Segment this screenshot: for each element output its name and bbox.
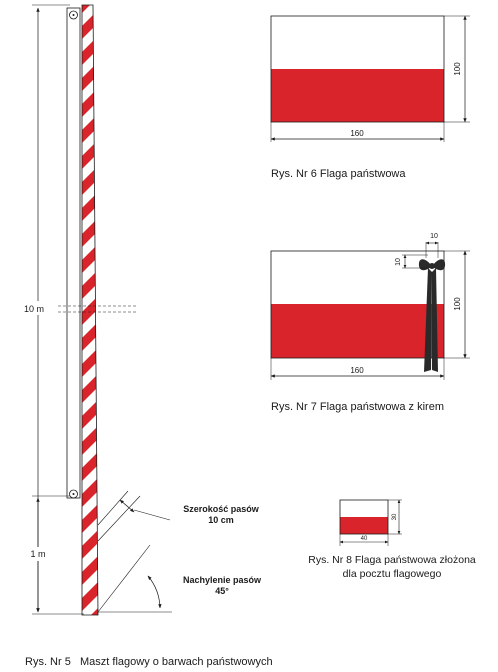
flag-8-white-band bbox=[340, 500, 388, 517]
mast-bottom-pivot-dot bbox=[72, 493, 75, 495]
stripe-width-dimension bbox=[119, 499, 135, 513]
flag-7-red-band bbox=[271, 304, 444, 358]
flag-6-width-label: 160 bbox=[350, 129, 364, 138]
mast-height-label: 10 m bbox=[24, 304, 44, 314]
flag-8-figure: 30 40 Rys. Nr 8 Flaga państwowa złożona … bbox=[308, 499, 476, 580]
mast-stripe bbox=[82, 474, 98, 511]
tilt-value: 45° bbox=[215, 586, 229, 596]
mast-stripe bbox=[82, 448, 98, 485]
stripe-width-title: Szerokość pasów bbox=[183, 504, 260, 514]
mourning-ribbon bbox=[418, 259, 446, 372]
flag-7-outline bbox=[270, 250, 445, 359]
flag-6-outline bbox=[270, 15, 445, 123]
flag-8-height-label: 30 bbox=[392, 513, 398, 520]
flag-6-height-label: 100 bbox=[453, 62, 462, 76]
mast-stripe bbox=[82, 526, 98, 563]
mast-stripe bbox=[82, 552, 98, 589]
mast-outline bbox=[81, 4, 99, 616]
flag-7-caption: Rys. Nr 7 Flaga państwowa z kirem bbox=[271, 401, 444, 413]
flag-7-white-band bbox=[271, 251, 444, 304]
stripe-width-value: 10 cm bbox=[208, 515, 234, 525]
flag-7-figure: 10 10 100 160 Rys. Nr 7 Flaga państwowa … bbox=[270, 233, 470, 413]
mast-stripe bbox=[82, 604, 98, 615]
mast-stripe bbox=[82, 422, 98, 459]
tilt-angle-arc bbox=[147, 575, 162, 609]
mast-figure: 10 m 1 m Szerokość pasów 10 cm Nachyleni… bbox=[20, 4, 273, 668]
flag-7-height-label: 100 bbox=[453, 297, 462, 311]
flag-8-caption-line2: dla pocztu flagowego bbox=[343, 568, 442, 580]
mast-stripe bbox=[82, 5, 98, 17]
tilt-line bbox=[97, 544, 151, 613]
stripe-width-leader bbox=[133, 509, 171, 521]
flag-6-figure: 100 160 Rys. Nr 6 Flaga państwowa bbox=[270, 15, 470, 180]
flag-8-red-band bbox=[340, 517, 388, 534]
tilt-title: Nachylenie pasów bbox=[183, 575, 262, 585]
ribbon-width-label: 10 bbox=[430, 233, 438, 240]
ribbon-height-label: 10 bbox=[395, 258, 402, 266]
mast-stripe bbox=[82, 578, 98, 615]
lower-label-bg bbox=[26, 547, 50, 561]
mast-caption: Rys. Nr 5 Maszt flagowy o barwach państw… bbox=[25, 656, 273, 668]
mast-stripe bbox=[82, 500, 98, 537]
height-label-bg bbox=[20, 301, 50, 315]
flag-8-outline bbox=[339, 499, 389, 535]
stripe-width-ext-2 bbox=[97, 495, 141, 542]
flag-7-width-label: 160 bbox=[350, 366, 364, 375]
flag-6-red-band bbox=[271, 69, 444, 122]
stripe-width-ext-1 bbox=[97, 490, 129, 526]
flag-8-width-label: 40 bbox=[361, 536, 368, 542]
mast-hinge-rail bbox=[66, 7, 81, 499]
flag-6-caption: Rys. Nr 6 Flaga państwowa bbox=[271, 168, 406, 180]
flag-8-caption-line1: Rys. Nr 8 Flaga państwowa złożona bbox=[308, 554, 476, 566]
flag-6-white-band bbox=[271, 16, 444, 69]
mast-top-pivot-dot bbox=[72, 14, 75, 16]
mast-lower-label: 1 m bbox=[30, 549, 45, 559]
